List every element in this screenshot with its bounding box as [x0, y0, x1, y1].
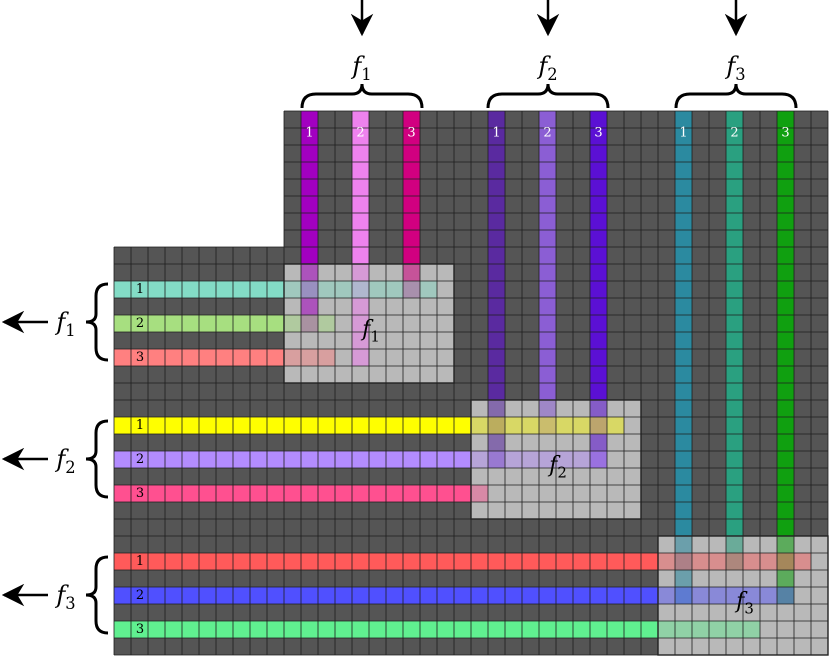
- column-label-f2-1: 1: [492, 126, 500, 141]
- column-bar-f1-1: [301, 111, 318, 264]
- row-overlap-f2-1: [471, 417, 624, 434]
- column-label-f2-2: 2: [543, 126, 551, 141]
- column-label-f3-3: 3: [781, 126, 789, 141]
- block-f2-border: [470, 399, 642, 520]
- column-bar-f2-2: [539, 111, 556, 400]
- row-label-f3-1: 1: [136, 554, 144, 569]
- column-bar-f1-3: [403, 111, 420, 264]
- column-bar-f3-1: [675, 111, 692, 536]
- column-bar-f2-1: [488, 111, 505, 400]
- brace-top-f3: [674, 83, 798, 109]
- left-label-f1: f1: [54, 308, 75, 340]
- column-bar-f3-3: [777, 111, 794, 536]
- annotations-layer: f1 f2 f3 f1 f2 f3: [1, 0, 798, 635]
- brace-left-f1: [85, 282, 109, 362]
- column-bar-f1-2: [352, 111, 369, 264]
- row-bar-f2-1: [114, 417, 471, 434]
- row-label-f3-2: 2: [136, 588, 144, 603]
- row-label-f1-3: 3: [136, 350, 144, 365]
- column-label-f3-1: 1: [679, 126, 687, 141]
- row-bar-f2-3: [114, 485, 471, 502]
- row-label-f1-2: 2: [136, 316, 144, 331]
- row-overlap-f1-2: [284, 315, 335, 332]
- row-label-f2-3: 3: [136, 486, 144, 501]
- column-label-f2-3: 3: [594, 126, 602, 141]
- brace-top-f2: [486, 83, 610, 109]
- brace-left-f3: [85, 555, 109, 635]
- row-label-f1-1: 1: [136, 282, 144, 297]
- column-label-f1-3: 3: [407, 126, 415, 141]
- row-overlap-f2-3: [471, 485, 488, 502]
- block-f1-border: [283, 263, 455, 384]
- column-label-f1-1: 1: [305, 126, 313, 141]
- row-label-f2-1: 1: [136, 418, 144, 433]
- column-label-f3-2: 2: [730, 126, 738, 141]
- left-label-f2: f2: [54, 445, 75, 477]
- column-bar-f3-2: [726, 111, 743, 536]
- brace-top-f1: [300, 83, 424, 109]
- row-overlap-f1-3: [284, 349, 335, 366]
- gridline-layer: [113, 110, 829, 656]
- row-overlap-f3-1: [658, 553, 811, 570]
- brace-left-f2: [85, 419, 109, 499]
- top-label-f2: f2: [536, 52, 557, 84]
- row-label-f2-2: 2: [136, 452, 144, 467]
- column-bar-f2-3: [590, 111, 607, 400]
- row-bar-f2-2: [114, 451, 471, 468]
- row-overlap-f1-1: [284, 281, 437, 298]
- block-f3-border: [657, 535, 829, 656]
- row-label-f3-3: 3: [136, 622, 144, 637]
- top-label-f1: f1: [350, 52, 371, 84]
- left-label-f3: f3: [54, 581, 75, 613]
- column-label-f1-2: 2: [356, 126, 364, 141]
- top-label-f3: f3: [724, 52, 745, 84]
